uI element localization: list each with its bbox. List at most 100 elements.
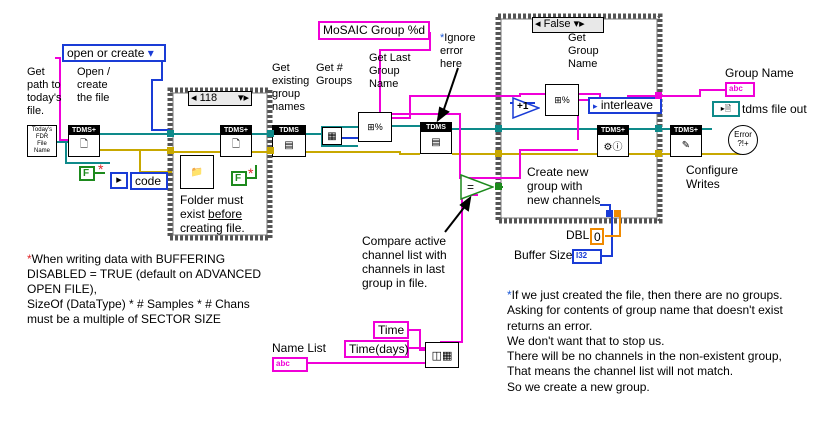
buffering-line-5: must be a multiple of SECTOR SIZE <box>27 312 221 326</box>
case-refnum-tunnel-out <box>655 125 662 132</box>
case-error-tunnel-out <box>655 150 662 157</box>
tdms-create-folder-node[interactable]: 📁 <box>180 155 214 189</box>
groups-note-star: * <box>507 288 512 302</box>
buffering-note-star: * <box>27 252 32 266</box>
buffering-note: *When writing data with BUFFERING DISABL… <box>27 252 267 327</box>
tdms-get-group-header: TDMS <box>426 124 446 131</box>
tdms-open-node[interactable]: TDMS+ 🗋 <box>68 125 100 157</box>
format-string-icon: ⊞% <box>554 94 570 105</box>
groups-line-3: returns an error. <box>507 318 593 333</box>
case-error-tunnel <box>495 150 502 157</box>
false-constant-1[interactable]: F <box>79 166 95 181</box>
ignore-error-label: *Ignore error here <box>440 32 475 71</box>
code-indicator[interactable]: code <box>130 172 168 190</box>
configure-write-icon: ✎ <box>681 140 691 151</box>
tdms-open2-header: TDMS <box>224 127 244 134</box>
compare-equal-node[interactable]: = <box>460 173 496 201</box>
dbl-value-text: 0 <box>594 230 601 244</box>
array-size-node[interactable]: ▦ <box>322 127 342 145</box>
name-list-type-text: abc <box>276 359 290 368</box>
case-dropdown-icon[interactable]: ▾▸ <box>573 18 585 30</box>
loop-next-icon[interactable]: ▾▸ <box>237 92 249 104</box>
buffering-line-1: When writing data with BUFFERING <box>31 252 226 266</box>
increment-icon <box>512 96 542 120</box>
loop-count-display[interactable]: ◂ 118 ▾▸ <box>188 91 252 106</box>
code-arrow-box: ▸ <box>110 172 128 189</box>
equal-triangle-icon: = <box>460 173 496 201</box>
format-group-name-node[interactable]: ⊞% <box>545 84 579 116</box>
list-properties-icon: ▤ <box>284 140 294 151</box>
time-days-constant[interactable]: Time(days) <box>344 340 409 358</box>
code-text: code <box>135 174 162 188</box>
format-string-icon: ⊞% <box>367 121 383 132</box>
folder-must-exist-label: Folder must exist before creating file. <box>180 193 245 235</box>
false-constant-1-text: F <box>83 168 90 179</box>
interleave-text: interleave <box>600 98 653 112</box>
time-text: Time <box>378 323 405 337</box>
buffer-tunnel <box>606 210 613 217</box>
array-size-icon: ▦ <box>327 130 337 142</box>
buffer-size-type-text: I32 <box>576 251 588 260</box>
name-list-label: Name List <box>272 341 327 355</box>
increment-text: +1 <box>517 101 529 112</box>
time-constant[interactable]: Time <box>373 321 409 339</box>
buffer-size-control[interactable]: I32 <box>572 249 602 264</box>
groups-note: *If we just created the file, then there… <box>507 288 783 395</box>
tdms-get-group-node[interactable]: TDMS ▤ <box>420 122 452 154</box>
false-constant-2-text: F <box>235 173 242 184</box>
refnum-tunnel-out <box>267 130 274 137</box>
groups-line-2: Asking for contents of group name that d… <box>507 303 783 318</box>
buffering-line-3: OPEN FILE), <box>27 282 98 296</box>
case-selector[interactable]: ◂ False ▾▸ <box>532 17 604 33</box>
refnum-icon: ▸🗎 <box>720 104 732 113</box>
build-array-node[interactable]: ◫▦ <box>425 342 459 368</box>
case-refnum-tunnel <box>495 125 502 132</box>
groups-line-6: That means the channel list will not mat… <box>507 364 734 379</box>
case-prev-icon[interactable]: ◂ <box>535 18 541 30</box>
error-tunnel-out <box>267 147 274 154</box>
case-string-tunnel-out <box>655 92 662 99</box>
folder-must-exist-text: Folder must exist <box>180 193 244 221</box>
tdms-file-out-indicator[interactable]: ▸🗎 <box>712 101 740 117</box>
group-name-label: Group Name <box>725 66 794 80</box>
create-group-label: Create new group with new channels <box>527 165 601 207</box>
group-format-text: MoSAIC Group %d <box>323 23 426 37</box>
increment-node[interactable]: +1 <box>512 96 542 120</box>
tdms-open-header: TDMS <box>72 127 92 134</box>
groups-line-4: We don't want that to stop us. <box>507 333 665 348</box>
interleave-arrow-icon: ▸ <box>593 101 598 111</box>
open-or-create-constant[interactable]: open or create ▾ <box>62 44 166 62</box>
before-text: before <box>208 207 243 221</box>
todays-file-name-subvi[interactable]: Today's FDR File Name <box>27 125 57 157</box>
tdms-create-group-node[interactable]: TDMS+ ⚙ⓘ <box>597 125 629 157</box>
error-alert-icon: ?!+ <box>737 139 749 148</box>
group-format-constant[interactable]: MoSAIC Group %d <box>318 21 430 40</box>
build-array-icon: ◫▦ <box>431 349 453 362</box>
dbl-wire <box>605 212 621 237</box>
ignore-error-text: Ignore error here <box>440 32 476 70</box>
groups-line-7: So we create a new group. <box>507 379 650 394</box>
annotation-arrows <box>436 67 472 233</box>
ignore-error-star: * <box>440 32 445 44</box>
dbl-label: DBL <box>566 228 590 242</box>
error-handler-node[interactable]: Error ?!+ <box>728 125 758 155</box>
tdms-get-properties-node[interactable]: TDMS ▤ <box>272 125 306 157</box>
name-list-control[interactable]: abc <box>272 357 308 372</box>
format-into-string-node[interactable]: ⊞% <box>358 112 392 142</box>
loop-prev-icon[interactable]: ◂ <box>191 92 197 104</box>
dbl-constant[interactable]: 0 <box>590 228 604 245</box>
false-constant-2[interactable]: F <box>231 171 247 186</box>
dropdown-arrow-icon: ▾ <box>147 46 154 60</box>
interleave-constant[interactable]: ▸ interleave <box>588 97 662 114</box>
creating-file-text: creating file. <box>180 221 245 235</box>
buffer-size-label: Buffer Size <box>514 248 573 262</box>
group-name-indicator[interactable]: abc <box>725 82 755 97</box>
svg-text:=: = <box>467 180 474 194</box>
tdms-open-in-loop-node[interactable]: TDMS+ 🗋 <box>220 125 252 157</box>
get-group-name-label: Get Group Name <box>568 32 599 70</box>
groups-line-1: If we just created the file, then there … <box>511 288 783 302</box>
configure-writes-label: Configure Writes <box>686 163 739 191</box>
tdms-configure-writes-node[interactable]: TDMS+ ✎ <box>670 125 702 157</box>
get-last-group-label: Get Last Group Name <box>369 52 411 90</box>
